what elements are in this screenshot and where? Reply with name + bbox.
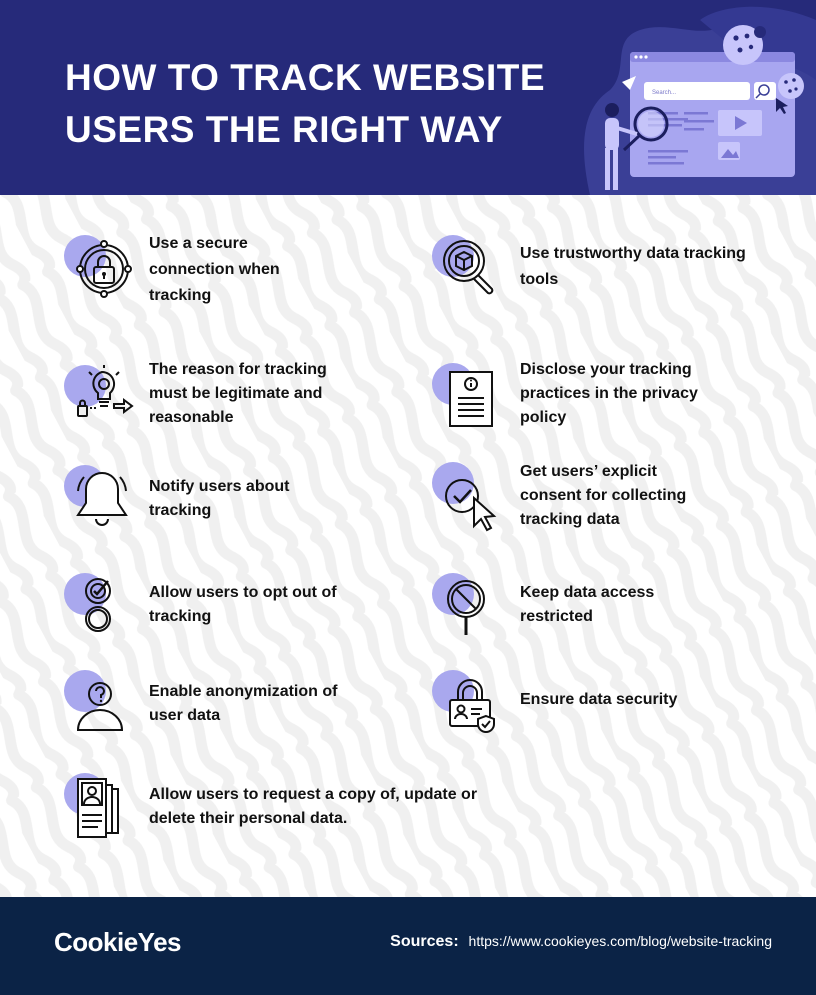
tip-label: Enable anonymization of user data	[149, 683, 338, 724]
header-banner: HOW TO TRACK WEBSITE USERS THE RIGHT WAY…	[0, 0, 816, 195]
profile-documents-icon	[77, 778, 119, 838]
hero-search-box	[644, 82, 750, 100]
sources-line: Sources: https://www.cookieyes.com/blog/…	[390, 933, 772, 951]
wave-pattern-background	[0, 195, 816, 897]
lock-id-shield-icon	[449, 679, 495, 734]
tip-anonymization: Enable anonymization of user data	[64, 670, 394, 750]
tip-label: Use trustworthy data tracking tools	[520, 245, 746, 288]
sources-label: Sources:	[390, 933, 459, 950]
tip-trustworthy-tools: Use trustworthy data tracking tools	[432, 235, 762, 315]
lock-icon	[76, 240, 132, 298]
sources-url[interactable]: https://www.cookieyes.com/blog/website-t…	[468, 933, 772, 949]
tip-label: Use a secure connection when tracking	[149, 235, 280, 304]
brand-logo: CookieYes	[54, 927, 182, 957]
tip-notify-users: Notify users about tracking	[64, 465, 394, 545]
page-title: HOW TO TRACK WEBSITE USERS THE RIGHT WAY	[65, 57, 546, 150]
checkbox-toggle-icon	[85, 578, 111, 632]
tip-explicit-consent: Get users’ explicit consent for collecti…	[432, 462, 762, 542]
tip-data-security: Ensure data security	[432, 670, 762, 750]
document-info-icon	[449, 371, 493, 427]
tip-label: The reason for tracking must be legitima…	[149, 361, 327, 426]
magnifier-cube-icon	[443, 240, 494, 295]
hero-illustration: Search...	[584, 6, 816, 195]
tip-restricted-access: Keep data access restricted	[432, 573, 762, 653]
bell-icon	[76, 471, 128, 526]
tip-label: Keep data access restricted	[520, 584, 655, 625]
tip-label: Get users’ explicit consent for collecti…	[520, 463, 687, 528]
lightbulb-gear-icon	[77, 365, 134, 417]
tip-label: Ensure data security	[520, 691, 678, 708]
check-cursor-icon	[445, 479, 497, 532]
hero-search-placeholder: Search...	[652, 90, 676, 96]
footer: CookieYes Sources: https://www.cookieyes…	[0, 897, 816, 995]
tip-label: Allow users to opt out of tracking	[149, 584, 337, 625]
tip-label: Allow users to request a copy of, update…	[149, 786, 478, 827]
restricted-magnifier-icon	[447, 580, 485, 635]
tip-disclose-practices: Disclose your tracking practices in the …	[432, 360, 762, 440]
tip-data-requests: Allow users to request a copy of, update…	[64, 773, 484, 853]
tip-opt-out: Allow users to opt out of tracking	[64, 573, 394, 653]
tip-secure-connection: Use a secure connection when tracking	[64, 235, 364, 325]
anonymous-user-icon	[76, 682, 124, 731]
tips-section: Use a secure connection when tracking Us…	[0, 195, 816, 897]
tip-legitimate-reason: The reason for tracking must be legitima…	[64, 360, 394, 440]
tip-label: Notify users about tracking	[149, 478, 290, 519]
tip-label: Disclose your tracking practices in the …	[520, 361, 698, 426]
